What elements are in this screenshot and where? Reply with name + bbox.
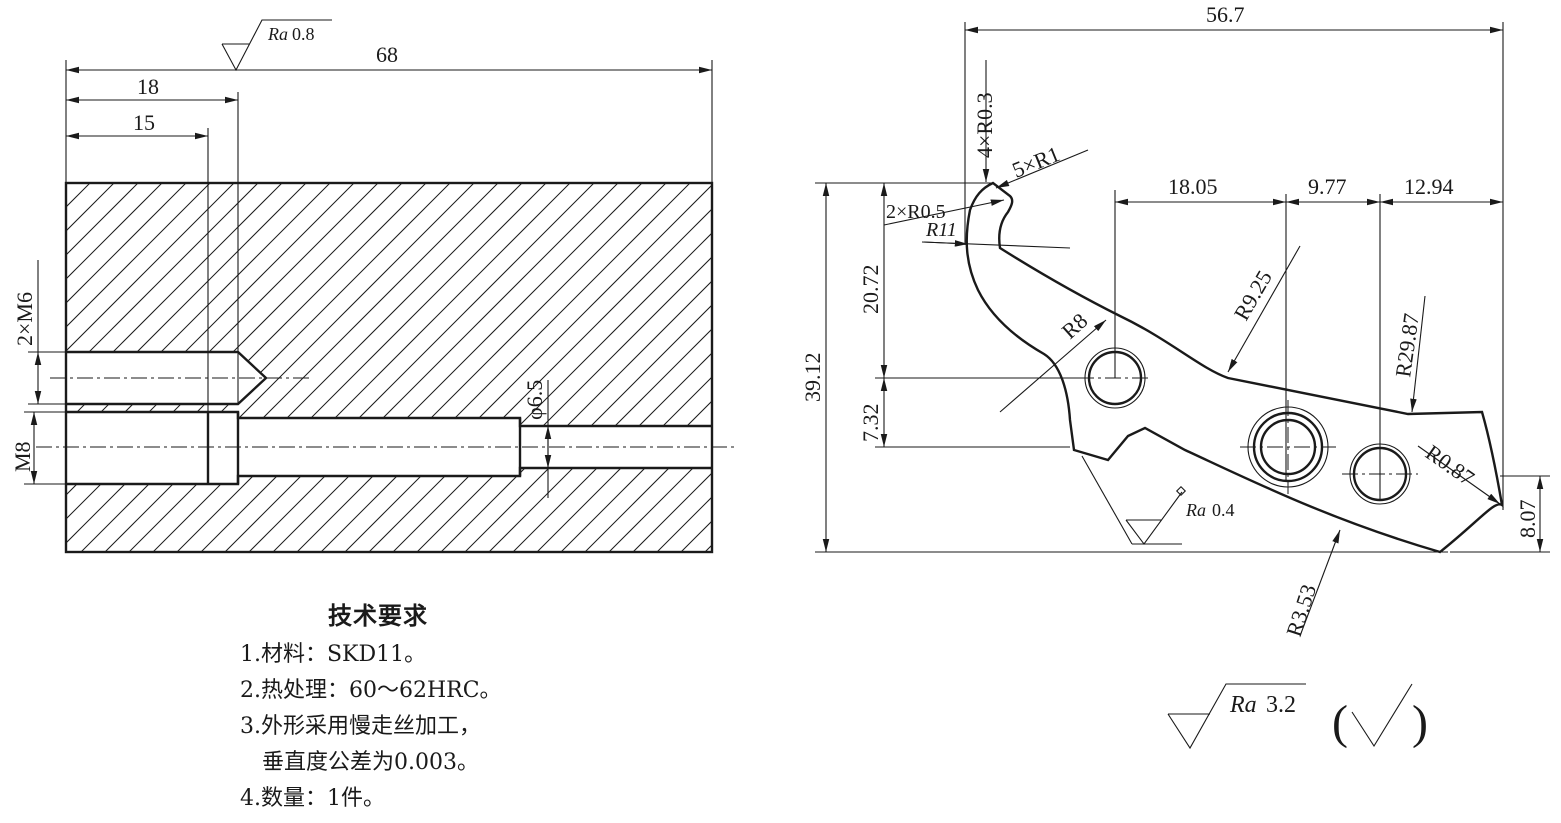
hatch-line xyxy=(200,183,571,552)
dim-7-32: 7.32 xyxy=(858,404,883,443)
tech-req-item-2: 2.热处理：60～62HRC。 xyxy=(240,678,502,703)
dim-15: 15 xyxy=(133,110,155,135)
hatch-line xyxy=(704,183,712,552)
hole-right xyxy=(1342,443,1418,505)
hatch-line xyxy=(66,183,403,552)
dim-18: 18 xyxy=(137,74,159,99)
roughness-ra-0-4: Ra 0.4 xyxy=(1081,455,1235,545)
right-profile-view: 56.7 18.05 9.77 12.94 39.12 20.72 7.32 8… xyxy=(800,2,1550,640)
hatch-line xyxy=(296,183,667,552)
svg-text:Ra: Ra xyxy=(1185,500,1206,520)
dim-r9-25: R9.25 xyxy=(1229,266,1277,325)
hatch-line xyxy=(416,183,712,552)
tech-req-item-3-cont: 垂直度公差为0.003。 xyxy=(262,750,479,775)
hatch-line xyxy=(66,183,91,552)
hatch-line xyxy=(512,183,712,552)
svg-text:(: ( xyxy=(1332,696,1348,749)
hatch-line xyxy=(680,183,712,552)
dim-2xr0-5: 2×R0.5 xyxy=(886,201,946,223)
roughness-ra-0-8: Ra 0.8 xyxy=(221,19,332,72)
dim-m8: M8 xyxy=(10,441,35,472)
upper-tapped-hole xyxy=(50,350,312,406)
dim-5xr1: 5×R1 xyxy=(1009,141,1064,183)
technical-requirements: 技术要求 1.材料：SKD11。 2.热处理：60～62HRC。 3.外形采用慢… xyxy=(240,596,502,817)
part-profile xyxy=(965,181,1504,554)
left-outline xyxy=(64,181,714,554)
dim-56-7: 56.7 xyxy=(1206,2,1245,27)
dim-r29-87: R29.87 xyxy=(1390,312,1424,379)
hatch-line xyxy=(392,183,712,552)
check-mark-icon xyxy=(1351,683,1413,748)
hatch-line xyxy=(224,183,595,552)
tech-req-item-4: 4.数量：1件。 xyxy=(240,786,385,811)
svg-text:Ra: Ra xyxy=(267,24,288,44)
svg-text:0.4: 0.4 xyxy=(1212,500,1235,520)
hatch-line xyxy=(66,183,259,552)
svg-text:Ra: Ra xyxy=(1229,692,1257,718)
hatch-line xyxy=(128,183,499,552)
dim-9-77: 9.77 xyxy=(1308,174,1347,199)
hatch-line xyxy=(80,183,451,552)
hatch-line xyxy=(152,183,523,552)
svg-text:0.8: 0.8 xyxy=(292,24,315,44)
svg-text:3.2: 3.2 xyxy=(1266,692,1296,718)
hatch-line xyxy=(536,183,712,552)
dim-68: 68 xyxy=(376,42,398,67)
hatch-line xyxy=(66,183,67,552)
tech-req-item-1: 1.材料：SKD11。 xyxy=(240,642,427,667)
dim-r8: R8 xyxy=(1057,308,1093,344)
hatch-line xyxy=(368,183,712,552)
lower-stepped-hole xyxy=(36,410,736,486)
hatch-line xyxy=(176,183,547,552)
hatch-line xyxy=(632,183,712,552)
hatch-line xyxy=(440,183,712,552)
hatch-line xyxy=(104,183,475,552)
hatch-line xyxy=(66,183,163,552)
hatch-line xyxy=(608,183,712,552)
dim-39-12: 39.12 xyxy=(800,353,825,403)
hatch-line xyxy=(66,183,307,552)
dim-12-94: 12.94 xyxy=(1404,174,1454,199)
hatch-line xyxy=(560,183,712,552)
hatch-line xyxy=(344,183,712,552)
hatch-line xyxy=(248,183,619,552)
dim-2xm6: 2×M6 xyxy=(12,292,37,346)
hatch-line xyxy=(488,183,712,552)
hole-center xyxy=(1240,400,1336,494)
hatch-line xyxy=(66,183,379,552)
dim-8-07: 8.07 xyxy=(1515,500,1540,539)
hatch-line xyxy=(66,183,187,552)
general-roughness-ra-3-2: Ra 3.2 ( ) xyxy=(1167,683,1428,750)
hatch-line xyxy=(584,183,712,552)
dim-4xr0-3: 4×R0.3 xyxy=(972,92,997,158)
hatch-line xyxy=(464,183,712,552)
hole-left xyxy=(1078,347,1152,409)
dim-r11: R11 xyxy=(925,219,957,241)
svg-text:): ) xyxy=(1412,696,1428,749)
hatch-pattern xyxy=(66,183,1098,552)
hatch-line xyxy=(66,183,139,552)
hatch-line xyxy=(66,183,211,552)
hatch-line xyxy=(66,183,427,552)
dim-20-72: 20.72 xyxy=(858,265,883,315)
left-section-view: 68 18 15 Ra 0.8 2×M6 M8 φ6.5 xyxy=(10,19,1098,554)
hatch-line xyxy=(66,183,355,552)
tech-req-title: 技术要求 xyxy=(328,601,428,630)
tech-req-item-3: 3.外形采用慢走丝加工， xyxy=(240,714,481,739)
hatch-line xyxy=(320,183,691,552)
hatch-line xyxy=(729,183,1098,552)
hatch-line xyxy=(66,183,115,552)
hatch-line xyxy=(66,183,235,552)
dim-r3-53: R3.53 xyxy=(1281,581,1321,639)
dim-18-05: 18.05 xyxy=(1168,174,1218,199)
hatch-line xyxy=(66,183,283,552)
dim-phi-6-5: φ6.5 xyxy=(522,380,547,420)
hatch-line xyxy=(272,183,643,552)
